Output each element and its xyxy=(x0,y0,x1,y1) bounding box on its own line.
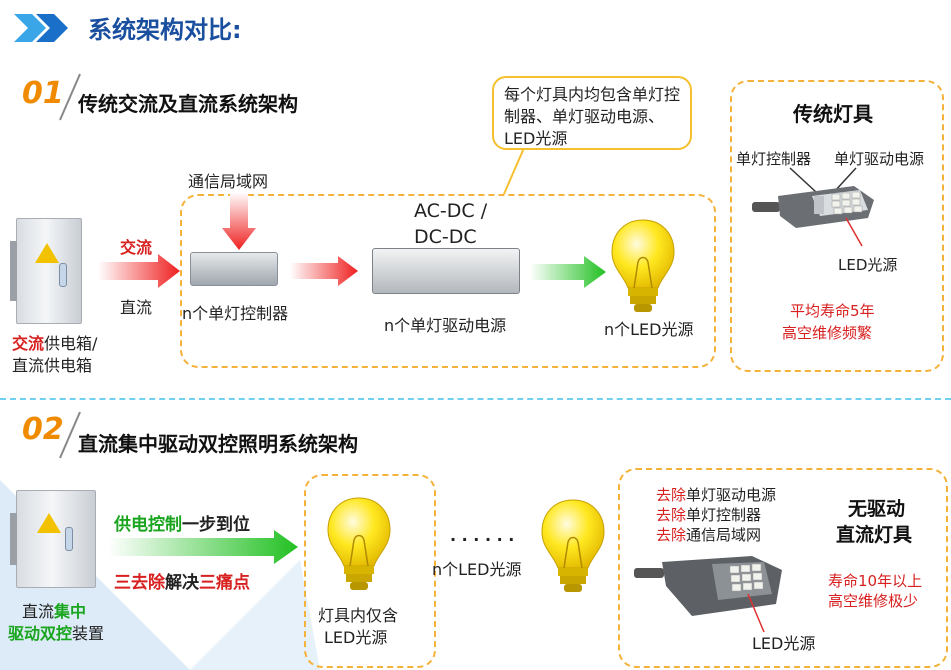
power-cabinet-2 xyxy=(10,490,96,588)
cabinet1-label-line2: 直流供电箱 xyxy=(12,356,93,375)
network-down-arrow xyxy=(222,192,256,250)
section2-title: 直流集中驱动双控照明系统架构 xyxy=(78,432,358,456)
acdc-label-line2: DC-DC xyxy=(414,226,477,248)
led-bulb-icon-2 xyxy=(327,497,391,590)
cabinet2-label-line1: 直流集中 xyxy=(22,602,87,621)
removed-item-3: 去除通信局域网 xyxy=(656,526,762,544)
controller-device xyxy=(190,252,278,286)
cabinet1-label-line1: 交流供电箱/ xyxy=(12,334,98,353)
lamp-only-label-2: LED光源 xyxy=(324,628,388,647)
dc-lamp-title-2: 直流灯具 xyxy=(836,524,913,546)
driver-device xyxy=(372,248,520,294)
section1-flow-box xyxy=(180,194,716,368)
ellipsis-dots: · · · · · · xyxy=(450,530,515,549)
removed-item-2: 去除单灯控制器 xyxy=(656,506,762,524)
ac-arrow xyxy=(98,254,180,288)
street-lamp-icon xyxy=(752,167,874,247)
page-title: 系统架构对比: xyxy=(88,16,242,44)
dc-lamp-box xyxy=(618,468,948,668)
slogan-1: 供电控制一步到位 xyxy=(114,515,250,535)
traditional-led-label: LED光源 xyxy=(838,256,898,274)
lamp-only-box xyxy=(304,474,436,668)
traditional-lamp-box xyxy=(730,80,944,372)
section-divider xyxy=(0,398,951,400)
callout-box: 每个灯具内均包含单灯控制器、单灯驱动电源、LED光源 xyxy=(492,76,692,150)
traditional-note-2: 高空维修频繁 xyxy=(782,324,873,342)
section2-number: 02 xyxy=(22,412,64,447)
dc-street-lamp-icon xyxy=(634,556,782,633)
callout-text: 每个灯具内均包含单灯控制器、单灯驱动电源、LED光源 xyxy=(504,85,681,148)
driver-label: n个单灯驱动电源 xyxy=(384,316,507,335)
lamp-only-label-1: 灯具内仅含 xyxy=(318,606,399,625)
traditional-ctrl-label: 单灯控制器 xyxy=(736,150,812,168)
dc-lamp-note-2: 高空维修极少 xyxy=(828,592,919,610)
removed-item-1: 去除单灯驱动电源 xyxy=(656,486,777,504)
traditional-driver-label: 单灯驱动电源 xyxy=(834,150,925,168)
controller-label: n个单灯控制器 xyxy=(182,304,289,323)
network-label: 通信局域网 xyxy=(188,172,269,191)
cabinet2-label-line2: 驱动双控装置 xyxy=(8,624,105,643)
callout-pointer xyxy=(503,148,525,195)
led-bulb-icon xyxy=(611,219,675,312)
dc-lamp-note-1: 寿命10年以上 xyxy=(828,572,923,590)
acdc-label-line1: AC-DC / xyxy=(414,200,488,222)
ac-label: 交流 xyxy=(120,238,153,257)
led-label: n个LED光源 xyxy=(604,320,694,339)
led-bulb-icon-3 xyxy=(541,499,605,592)
dc-label: 直流 xyxy=(120,298,153,317)
power-cabinet-1 xyxy=(10,218,82,324)
dc-lamp-title-1: 无驱动 xyxy=(848,498,906,520)
section1-slash xyxy=(59,73,81,121)
traditional-note-1: 平均寿命5年 xyxy=(790,302,875,320)
n-led-label: n个LED光源 xyxy=(432,560,522,579)
traditional-lamp-title: 传统灯具 xyxy=(793,102,873,126)
section1-number: 01 xyxy=(22,76,64,111)
dc-lamp-led-label: LED光源 xyxy=(752,634,816,653)
arrow-to-driver xyxy=(290,256,358,286)
slogan-arrow xyxy=(108,530,298,564)
section1-title: 传统交流及直流系统架构 xyxy=(78,92,298,116)
arrow-to-led xyxy=(530,256,606,288)
title-arrow-icon xyxy=(14,14,68,42)
section2-slash xyxy=(59,411,81,459)
slogan-2: 三去除解决三痛点 xyxy=(114,573,250,593)
